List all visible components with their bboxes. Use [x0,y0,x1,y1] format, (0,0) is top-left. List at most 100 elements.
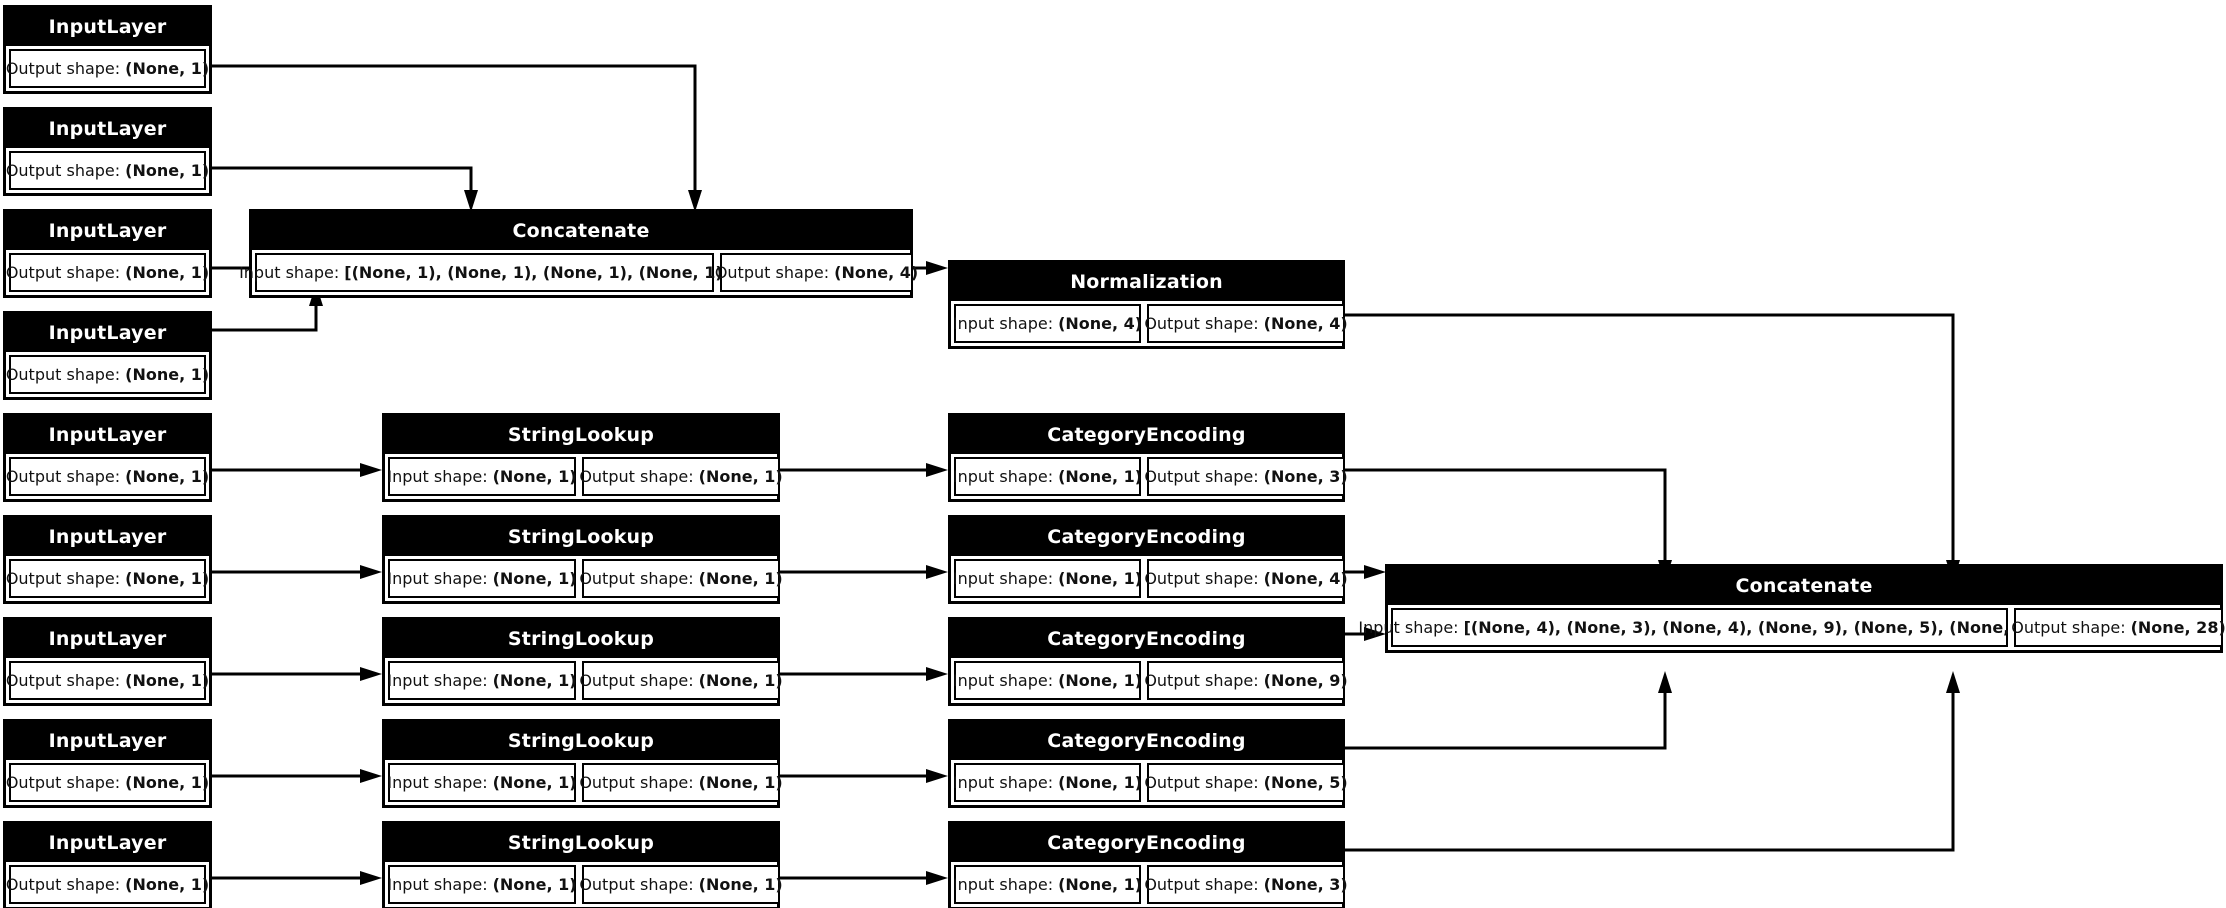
node-categoryencoding-4[interactable]: CategoryEncoding Input shape: (None, 1) … [948,719,1348,808]
input-shape-value: [(None, 4), (None, 3), (None, 4), (None,… [1463,618,2041,637]
node-title: CategoryEncoding [951,518,1342,556]
output-shape-value: (None, 3) [1263,875,1348,894]
node-title: InputLayer [6,416,209,454]
input-shape-value: (None, 1) [1058,773,1143,792]
node-inputlayer-1[interactable]: InputLayer Output shape: (None, 1) [3,5,212,94]
output-shape-cell: Output shape: (None, 28) [2011,608,2226,647]
node-inputlayer-2[interactable]: InputLayer Output shape: (None, 1) [3,107,212,196]
node-stringlookup-4[interactable]: StringLookup Input shape: (None, 1) Outp… [382,719,783,808]
output-shape-cell: Output shape: (None, 1) [579,457,783,496]
input-shape-value: [(None, 1), (None, 1), (None, 1), (None,… [344,263,730,282]
output-shape-label: Output shape: [1144,314,1259,333]
input-shape-cell: Input shape: (None, 1) [387,763,577,802]
output-shape-cell: Output shape: (None, 1) [579,661,783,700]
output-shape-value: (None, 4) [1263,314,1348,333]
node-title: InputLayer [6,722,209,760]
node-inputlayer-9[interactable]: InputLayer Output shape: (None, 1) [3,821,212,908]
node-categoryencoding-2[interactable]: CategoryEncoding Input shape: (None, 1) … [948,515,1348,604]
input-shape-cell: Input shape: (None, 1) [387,661,577,700]
output-shape-cell: Output shape: (None, 1) [5,559,210,598]
input-shape-label: Input shape: [239,263,340,282]
node-stringlookup-1[interactable]: StringLookup Input shape: (None, 1) Outp… [382,413,783,502]
node-shapes: Input shape: (None, 1) Output shape: (No… [951,556,1348,601]
node-title: StringLookup [385,416,777,454]
node-title: StringLookup [385,722,777,760]
output-shape-cell: Output shape: (None, 3) [1144,457,1348,496]
output-shape-label: Output shape: [1144,671,1259,690]
output-shape-label: Output shape: [5,773,121,792]
output-shape-cell: Output shape: (None, 4) [1144,304,1348,343]
node-inputlayer-4[interactable]: InputLayer Output shape: (None, 1) [3,311,212,400]
input-shape-cell: Input shape: (None, 1) [953,865,1143,904]
output-shape-value: (None, 1) [125,569,210,588]
output-shape-label: Output shape: [5,365,121,384]
input-shape-cell: Input shape: [(None, 1), (None, 1), (Non… [239,253,730,292]
node-categoryencoding-1[interactable]: CategoryEncoding Input shape: (None, 1) … [948,413,1348,502]
node-title: CategoryEncoding [951,416,1342,454]
output-shape-value: (None, 1) [698,875,783,894]
node-title: InputLayer [6,110,209,148]
input-shape-label: Input shape: [952,314,1054,333]
node-title: CategoryEncoding [951,620,1342,658]
node-normalization[interactable]: Normalization Input shape: (None, 4) Out… [948,260,1348,349]
input-shape-value: (None, 1) [1058,569,1143,588]
output-shape-label: Output shape: [5,671,121,690]
input-shape-cell: Input shape: (None, 1) [387,559,577,598]
node-shapes: Input shape: (None, 1) Output shape: (No… [951,454,1348,499]
node-inputlayer-7[interactable]: InputLayer Output shape: (None, 1) [3,617,212,706]
output-shape-value: (None, 1) [125,773,210,792]
node-title: InputLayer [6,314,209,352]
input-shape-value: (None, 1) [492,875,577,894]
input-shape-value: (None, 1) [492,671,577,690]
output-shape-cell: Output shape: (None, 1) [5,355,209,394]
output-shape-label: Output shape: [1144,773,1259,792]
input-shape-cell: Input shape: (None, 1) [953,457,1142,496]
output-shape-label: Output shape: [5,569,121,588]
node-shapes: Input shape: (None, 1) Output shape: (No… [951,658,1348,703]
node-shapes: Output shape: (None, 1) [6,46,209,91]
input-shape-value: (None, 4) [1058,314,1143,333]
node-shapes: Output shape: (None, 1) [6,556,209,601]
output-shape-value: (None, 1) [698,773,783,792]
node-concatenate-numeric[interactable]: Concatenate Input shape: [(None, 1), (No… [239,209,918,298]
node-stringlookup-2[interactable]: StringLookup Input shape: (None, 1) Outp… [382,515,783,604]
node-shapes: Input shape: (None, 1) Output shape: (No… [385,862,783,907]
output-shape-value: (None, 3) [1263,467,1348,486]
node-shapes: Input shape: (None, 1) Output shape: (No… [385,556,783,601]
node-inputlayer-6[interactable]: InputLayer Output shape: (None, 1) [3,515,212,604]
output-shape-value: (None, 9) [1263,671,1348,690]
input-shape-label: Input shape: [1358,618,1459,637]
input-shape-label: Input shape: [952,671,1054,690]
input-shape-value: (None, 1) [1058,875,1143,894]
node-stringlookup-5[interactable]: StringLookup Input shape: (None, 1) Outp… [382,821,783,908]
node-title: InputLayer [6,518,209,556]
node-inputlayer-5[interactable]: InputLayer Output shape: (None, 1) [3,413,212,502]
input-shape-label: Input shape: [387,671,488,690]
output-shape-value: (None, 5) [1263,773,1348,792]
node-shapes: Input shape: [(None, 4), (None, 3), (Non… [1358,605,2226,650]
output-shape-label: Output shape: [1144,569,1259,588]
node-concatenate-all[interactable]: Concatenate Input shape: [(None, 4), (No… [1358,564,2226,653]
output-shape-cell: Output shape: (None, 1) [5,763,210,802]
output-shape-value: (None, 28) [2130,618,2226,637]
node-shapes: Output shape: (None, 1) [6,760,209,805]
node-title: InputLayer [6,824,209,862]
node-shapes: Output shape: (None, 1) [6,862,209,907]
node-inputlayer-3[interactable]: InputLayer Output shape: (None, 1) [3,209,212,298]
output-shape-label: Output shape: [1144,467,1259,486]
output-shape-cell: Output shape: (None, 4) [1144,559,1348,598]
output-shape-label: Output shape: [579,467,694,486]
output-shape-value: (None, 1) [698,569,783,588]
output-shape-value: (None, 4) [1263,569,1348,588]
node-stringlookup-3[interactable]: StringLookup Input shape: (None, 1) Outp… [382,617,783,706]
node-shapes: Output shape: (None, 1) [6,658,209,703]
input-shape-cell: Input shape: (None, 1) [387,457,577,496]
node-categoryencoding-3[interactable]: CategoryEncoding Input shape: (None, 1) … [948,617,1348,706]
node-shapes: Output shape: (None, 1) [6,148,209,193]
output-shape-label: Output shape: [5,161,121,180]
node-inputlayer-8[interactable]: InputLayer Output shape: (None, 1) [3,719,212,808]
node-categoryencoding-5[interactable]: CategoryEncoding Input shape: (None, 1) … [948,821,1348,908]
output-shape-cell: Output shape: (None, 9) [1144,661,1348,700]
input-shape-label: Input shape: [387,773,488,792]
node-title: InputLayer [6,8,209,46]
